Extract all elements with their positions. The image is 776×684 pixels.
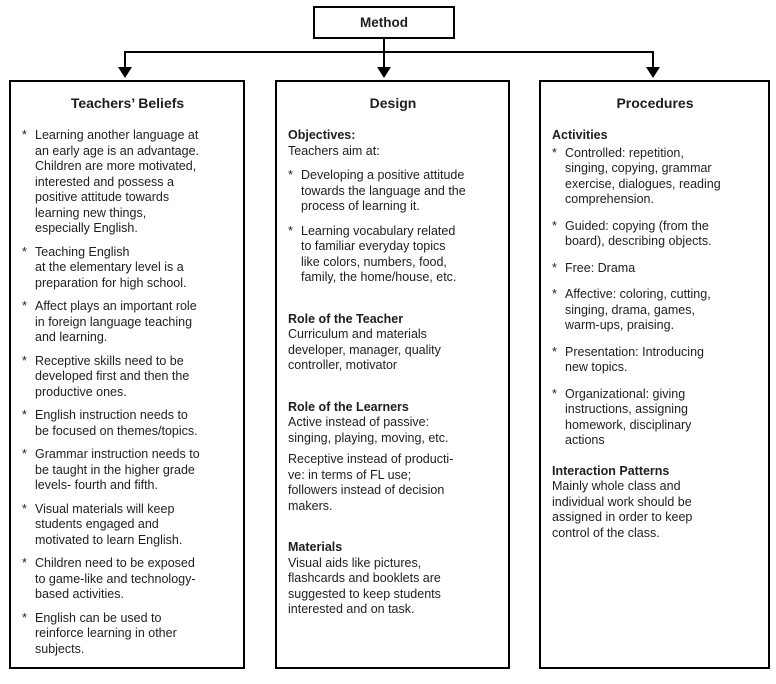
learner-role-section: Role of the Learners Active instead of p… (288, 400, 498, 515)
belief-text: Learning another language at an early ag… (35, 128, 200, 235)
activity-text: Free: Drama (565, 260, 636, 275)
teachers-beliefs-box: Teachers’ Beliefs * Learning another lan… (9, 80, 245, 669)
activity-item: * Affective: coloring, cutting, singing,… (552, 287, 758, 334)
activity-text: Guided: copying (from the board), descri… (565, 218, 712, 249)
objectives-section: Objectives: Teachers aim at: (288, 128, 498, 159)
belief-text: Receptive skills need to be developed fi… (35, 353, 190, 399)
belief-item: * Children need to be exposed to game-li… (22, 556, 233, 603)
activity-item: * Free: Drama (552, 261, 758, 277)
materials-text: Visual aids like pictures, flashcards an… (288, 555, 441, 617)
objective-item: * Developing a positive attitude towards… (288, 168, 498, 215)
asterisk-bullet-icon: * (22, 501, 27, 516)
procedures-title: Procedures (616, 95, 694, 111)
activity-text: Controlled: repetition, singing, copying… (565, 145, 721, 207)
teachers-beliefs-title: Teachers’ Beliefs (70, 95, 185, 111)
arrow-down-icon (646, 67, 660, 78)
asterisk-bullet-icon: * (22, 408, 27, 422)
arrow-shaft-right (652, 51, 654, 68)
teacher-role-heading: Role of the Teacher (288, 311, 404, 326)
asterisk-bullet-icon: * (22, 610, 27, 625)
asterisk-bullet-icon: * (22, 447, 27, 461)
belief-text: English can be used to reinforce learnin… (35, 610, 177, 656)
learner-role-receptive-text: Receptive instead of producti- ve: in te… (288, 452, 454, 513)
asterisk-bullet-icon: * (22, 244, 27, 259)
activity-item: * Presentation: Introducing new topics. (552, 345, 758, 376)
activities-heading: Activities (552, 128, 608, 142)
interaction-patterns-section: Interaction Patterns Mainly whole class … (552, 464, 758, 542)
belief-text: Affect plays an important role in foreig… (35, 299, 197, 344)
materials-section: Materials Visual aids like pictures, fla… (288, 540, 498, 618)
interaction-patterns-text: Mainly whole class and individual work s… (552, 479, 693, 540)
objective-text: Learning vocabulary related to familiar … (301, 223, 457, 285)
learner-role-heading: Role of the Learners (288, 399, 409, 414)
asterisk-bullet-icon: * (552, 287, 557, 301)
activities-list: * Controlled: repetition, singing, copyi… (552, 146, 758, 449)
learner-role-active-text: Active instead of passive: singing, play… (288, 415, 449, 445)
belief-item: * Receptive skills need to be developed … (22, 354, 233, 401)
activity-item: * Controlled: repetition, singing, copyi… (552, 146, 758, 208)
belief-item: * Grammar instruction needs to be taught… (22, 447, 233, 494)
connector-horizontal-line (124, 51, 654, 53)
belief-text: Visual materials will keep students enga… (35, 501, 183, 547)
asterisk-bullet-icon: * (552, 260, 557, 275)
asterisk-bullet-icon: * (22, 353, 27, 368)
belief-text: Grammar instruction needs to be taught i… (35, 447, 200, 492)
asterisk-bullet-icon: * (552, 386, 557, 401)
asterisk-bullet-icon: * (288, 168, 293, 182)
asterisk-bullet-icon: * (22, 128, 27, 142)
activity-item: * Guided: copying (from the board), desc… (552, 219, 758, 250)
activity-text: Presentation: Introducing new topics. (565, 344, 704, 375)
asterisk-bullet-icon: * (22, 556, 27, 570)
activity-text: Organizational: giving instructions, ass… (565, 386, 692, 448)
teacher-role-section: Role of the Teacher Curriculum and mater… (288, 312, 498, 374)
design-title: Design (369, 95, 417, 111)
method-label: Method (360, 15, 408, 30)
belief-item: * English instruction needs to be focuse… (22, 408, 233, 439)
objective-text: Developing a positive attitude towards t… (301, 168, 466, 213)
materials-heading: Materials (288, 540, 343, 554)
arrow-down-icon (118, 67, 132, 78)
objective-item: * Learning vocabulary related to familia… (288, 224, 498, 286)
arrow-shaft-left (124, 51, 126, 68)
belief-text: Children need to be exposed to game-like… (35, 556, 196, 601)
beliefs-list: * Learning another language at an early … (22, 128, 233, 657)
belief-item: * Teaching English at the elementary lev… (22, 245, 233, 292)
procedures-box: Procedures Activities * Controlled: repe… (539, 80, 770, 669)
asterisk-bullet-icon: * (288, 223, 293, 238)
asterisk-bullet-icon: * (22, 299, 27, 313)
method-node: Method (313, 6, 455, 39)
asterisk-bullet-icon: * (552, 145, 557, 160)
objectives-list: * Developing a positive attitude towards… (288, 168, 498, 286)
belief-text: English instruction needs to be focused … (35, 408, 198, 438)
design-box: Design Objectives: Teachers aim at: * De… (275, 80, 510, 669)
arrow-shaft-middle (383, 51, 385, 68)
belief-item: * Learning another language at an early … (22, 128, 233, 237)
asterisk-bullet-icon: * (552, 218, 557, 233)
belief-text: Teaching English at the elementary level… (35, 244, 187, 290)
teacher-role-text: Curriculum and materials developer, mana… (288, 327, 441, 372)
objectives-heading: Objectives: (288, 128, 356, 142)
objectives-intro: Teachers aim at: (288, 143, 380, 158)
belief-item: * Visual materials will keep students en… (22, 502, 233, 549)
connector-vertical-stub (383, 38, 385, 52)
activity-item: * Organizational: giving instructions, a… (552, 387, 758, 449)
belief-item: * English can be used to reinforce learn… (22, 611, 233, 658)
asterisk-bullet-icon: * (552, 344, 557, 359)
activity-text: Affective: coloring, cutting, singing, d… (565, 287, 711, 332)
arrow-down-icon (377, 67, 391, 78)
interaction-patterns-heading: Interaction Patterns (552, 463, 670, 478)
belief-item: * Affect plays an important role in fore… (22, 299, 233, 346)
